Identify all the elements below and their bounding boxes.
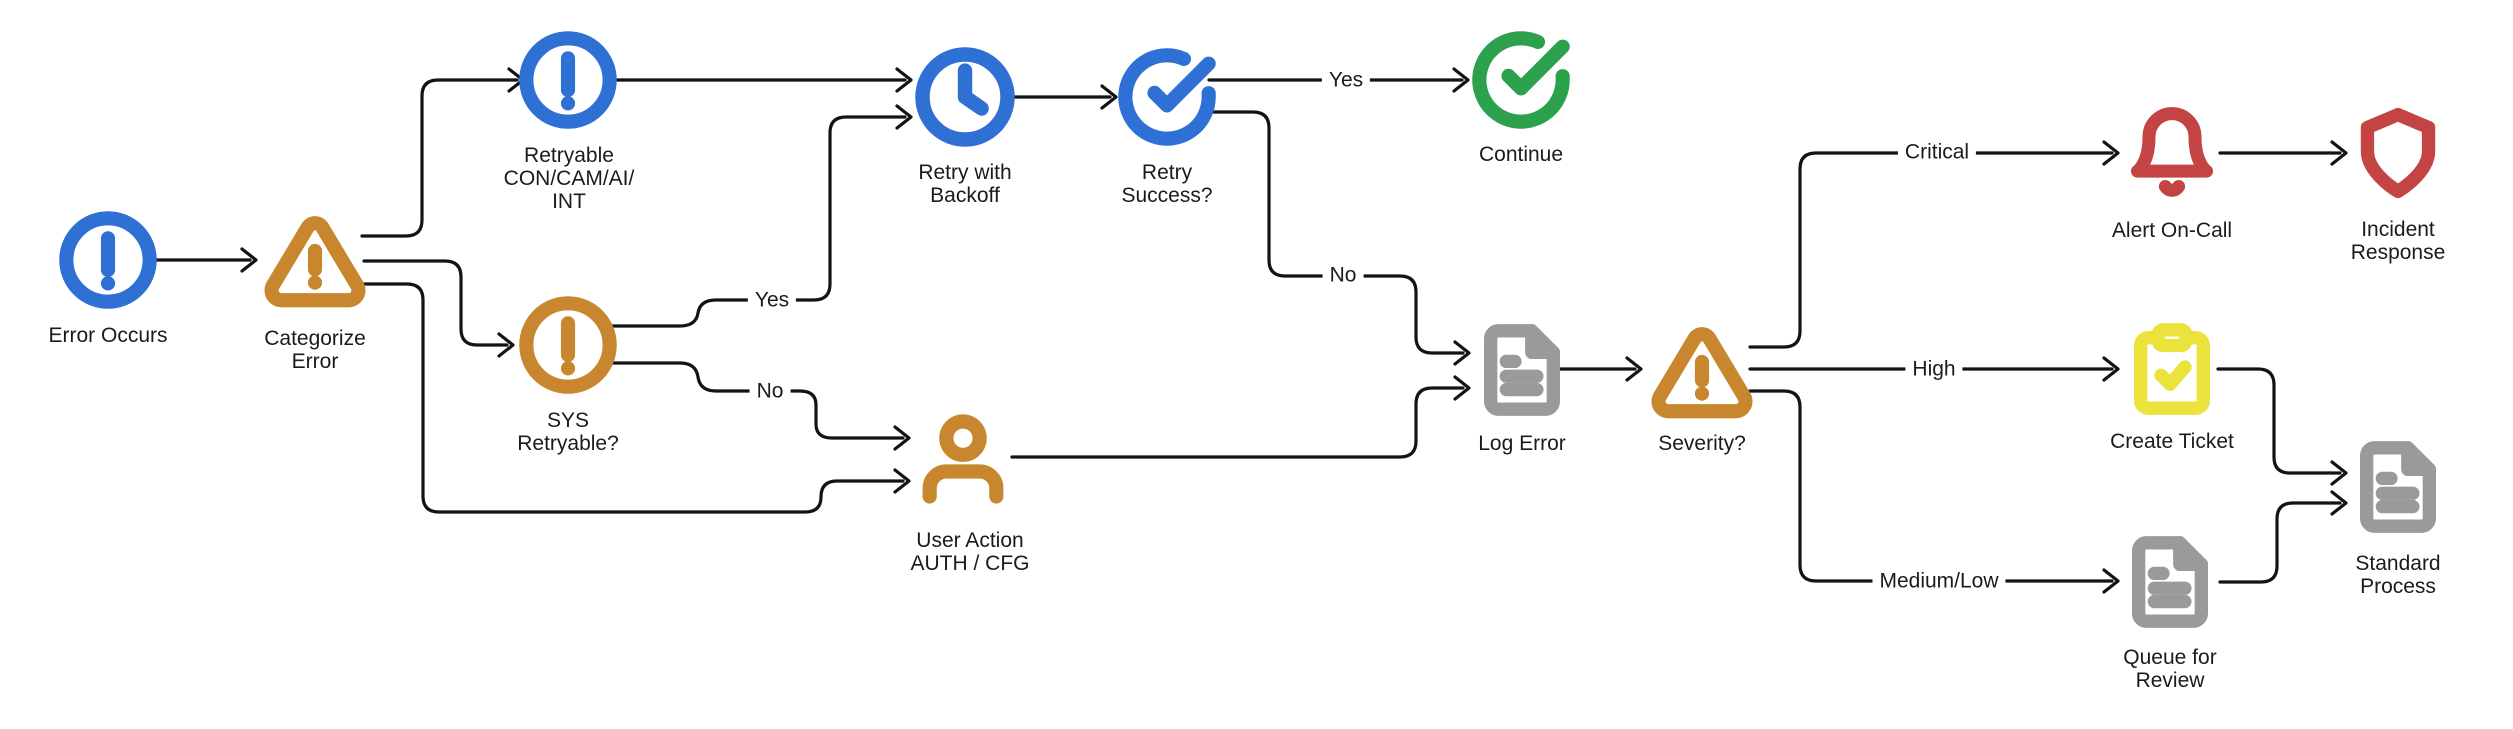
alert-circle-icon <box>58 210 158 310</box>
node-label-sys-retryable: SYS Retryable? <box>517 409 619 455</box>
label-line: Queue for <box>2123 646 2217 669</box>
node-label-error-occurs: Error Occurs <box>48 324 167 347</box>
node-label-retry-success: Retry Success? <box>1121 161 1212 207</box>
label-line: AUTH / CFG <box>910 552 1030 575</box>
label-line: Response <box>2350 241 2446 264</box>
clock-icon <box>914 46 1016 148</box>
bell-icon <box>2126 106 2218 198</box>
label-line: CON/CAM/AI/ <box>503 167 635 190</box>
edge-user-to-log <box>1010 375 1471 459</box>
node-label-retryable: Retryable CON/CAM/AI/ INT <box>504 144 635 213</box>
alert-circle-icon <box>518 295 618 395</box>
label-line: Categorize <box>264 327 366 350</box>
check-circle-icon <box>1471 30 1571 130</box>
edge-categorize-to-sys <box>362 259 515 358</box>
label-line: Severity? <box>1658 432 1746 455</box>
label-line: Log Error <box>1478 432 1566 455</box>
label-line: Create Ticket <box>2110 430 2234 453</box>
edge-label-medium-low: Medium/Low <box>1872 569 2006 593</box>
alert-triangle-icon <box>265 211 365 311</box>
edge-label-success-yes: Yes <box>1321 68 1371 92</box>
alert-triangle-icon <box>1652 322 1752 422</box>
label-line: Retryable? <box>517 432 619 455</box>
label-line: Alert On-Call <box>2111 219 2233 242</box>
clipboard-check-icon <box>2125 322 2219 416</box>
label-line: Retryable <box>524 144 614 167</box>
edge-label-sys-yes: Yes <box>747 288 797 312</box>
file-text-icon <box>2351 440 2445 534</box>
label-line: Retry <box>1141 161 1193 184</box>
edge-categorize-to-user <box>360 282 911 514</box>
node-label-incident-response: Incident Response <box>2351 218 2446 264</box>
shield-icon <box>2351 106 2445 200</box>
edge-severity-medium-low <box>1748 389 2120 594</box>
label-line: Retry with <box>918 161 1012 184</box>
edge-queue-to-standard <box>2218 490 2348 584</box>
file-text-icon <box>1475 323 1569 417</box>
label-line: User Action <box>916 529 1024 552</box>
file-text-icon <box>2123 535 2217 629</box>
node-label-continue: Continue <box>1479 143 1563 166</box>
edge-label-success-no: No <box>1322 263 1364 287</box>
user-icon <box>913 409 1013 509</box>
label-line: Backoff <box>930 184 1000 207</box>
label-line: Incident <box>2361 218 2435 241</box>
node-label-user-action: User Action AUTH / CFG <box>911 529 1030 575</box>
label-line: Success? <box>1121 184 1213 207</box>
node-label-alert-on-call: Alert On-Call <box>2112 219 2232 242</box>
edge-severity-critical <box>1748 140 2120 349</box>
label-line: Standard <box>2355 552 2441 575</box>
edge-label-critical: Critical <box>1897 140 1977 164</box>
label-line: Continue <box>1478 143 1564 166</box>
edge-label-sys-no: No <box>749 379 791 403</box>
alert-circle-icon <box>518 30 618 130</box>
node-label-retry-backoff: Retry with Backoff <box>918 161 1011 207</box>
node-label-queue-review: Queue for Review <box>2123 646 2216 692</box>
label-line: Review <box>2135 669 2205 692</box>
label-line: Error Occurs <box>48 324 168 347</box>
edge-success-no <box>1207 110 1471 366</box>
label-line: Process <box>2360 575 2436 598</box>
node-label-severity: Severity? <box>1658 432 1746 455</box>
node-label-create-ticket: Create Ticket <box>2110 430 2234 453</box>
edge-categorize-to-retryable <box>360 67 525 238</box>
check-circle-icon <box>1117 47 1217 147</box>
edge-sys-no <box>603 361 911 451</box>
label-line: Error <box>291 350 339 373</box>
node-label-log-error: Log Error <box>1478 432 1566 455</box>
label-line: SYS <box>546 409 590 432</box>
node-label-standard-process: Standard Process <box>2355 552 2440 598</box>
node-label-categorize-error: Categorize Error <box>264 327 366 373</box>
label-line: INT <box>552 190 586 213</box>
edge-ticket-to-standard <box>2216 367 2348 486</box>
edge-sys-yes <box>603 104 913 328</box>
edge-label-high: High <box>1905 357 1963 381</box>
